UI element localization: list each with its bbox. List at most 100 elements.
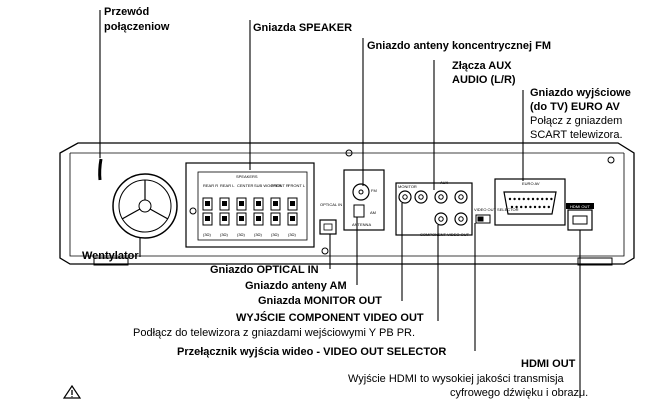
speaker-terminal-6: FRONT L(3Ω) bbox=[287, 183, 306, 237]
scart-pin bbox=[510, 205, 514, 209]
panel-outline bbox=[59, 142, 635, 265]
screw bbox=[607, 156, 615, 164]
scart-pins bbox=[508, 197, 553, 209]
speaker-ohm-label: (3Ω) bbox=[220, 232, 229, 237]
scart-pin bbox=[522, 197, 525, 201]
scart-pin bbox=[538, 205, 541, 209]
scart-pin bbox=[508, 197, 512, 201]
speaker-ohm-label: (3Ω) bbox=[271, 232, 280, 237]
speaker-clip bbox=[236, 197, 247, 211]
callout-speaker: Gniazda SPEAKER bbox=[253, 22, 352, 34]
speaker-clip bbox=[270, 197, 281, 211]
foot-right bbox=[577, 257, 613, 266]
callout-euro-av-line3: Połącz z gniazdem bbox=[530, 115, 622, 127]
speaker-ohm-label: (3Ω) bbox=[237, 232, 246, 237]
speaker-terminal-3: CENTER (3Ω) bbox=[236, 183, 254, 237]
speaker-clip-hole bbox=[273, 216, 278, 221]
foot-left bbox=[93, 257, 129, 266]
speaker-clip bbox=[253, 212, 264, 226]
panel-label-video-out: VIDEO OUT SELECTOR bbox=[474, 207, 519, 212]
speaker-channel-label: SUB WOOFER bbox=[254, 183, 281, 188]
scart-pin bbox=[543, 205, 546, 209]
speaker-clip-hole bbox=[222, 216, 227, 221]
rear-panel bbox=[59, 142, 635, 266]
scart-pin bbox=[515, 205, 518, 209]
speaker-clip bbox=[287, 197, 298, 211]
scart-pin bbox=[547, 205, 550, 209]
speaker-clip bbox=[270, 212, 281, 226]
callout-euro-av-line4: SCART telewizora. bbox=[530, 129, 623, 141]
speaker-clip-hole bbox=[239, 216, 244, 221]
speaker-terminal-2: REAR L (3Ω) bbox=[219, 183, 235, 237]
panel-label-optical: OPTICAL IN bbox=[320, 202, 342, 207]
callout-power-cord-line1: Przewód bbox=[104, 6, 149, 18]
fan-icon bbox=[112, 173, 178, 239]
callout-fm-antenna: Gniazdo anteny koncentrycznej FM bbox=[367, 40, 551, 52]
scart-pin bbox=[520, 205, 523, 209]
speaker-clip bbox=[219, 212, 230, 226]
speaker-clip bbox=[202, 197, 213, 211]
scart-pin bbox=[527, 197, 530, 201]
callout-euro-av-line2: (do TV) EURO AV bbox=[530, 101, 620, 113]
speaker-clip bbox=[202, 212, 213, 226]
panel-label-antenna: ANTENNA bbox=[352, 222, 371, 227]
panel-label-component: COMPONENT VIDEO OUT bbox=[420, 232, 470, 237]
callout-component-title: WYJŚCIE COMPONENT VIDEO OUT bbox=[236, 311, 424, 324]
speaker-clip bbox=[236, 212, 247, 226]
scart-pin bbox=[524, 205, 527, 209]
scart-connector bbox=[494, 178, 566, 226]
speaker-clip bbox=[253, 197, 264, 211]
speaker-ohm-label: (3Ω) bbox=[254, 232, 263, 237]
panel-label-euro-av: EURO AV bbox=[522, 181, 540, 186]
scart-pin bbox=[529, 205, 532, 209]
panel-label-aux: AUX bbox=[440, 180, 449, 185]
callout-am-antenna: Gniazdo anteny AM bbox=[245, 280, 347, 292]
optical-in-jack bbox=[319, 219, 337, 235]
speaker-clip-hole bbox=[256, 216, 261, 221]
speaker-clip bbox=[287, 212, 298, 226]
av-jack-block bbox=[395, 182, 473, 236]
speaker-clip-hole bbox=[273, 201, 278, 206]
callout-hdmi-line1: Wyjście HDMI to wysokiej jakości transmi… bbox=[348, 373, 565, 385]
power-cord bbox=[98, 158, 103, 181]
speaker-terminal-4: SUB WOOFER (3Ω) bbox=[253, 183, 281, 237]
speaker-channel-label: FRONT R bbox=[271, 183, 289, 188]
callout-power-cord-line2: połączeniow bbox=[104, 21, 170, 33]
panel-label-monitor: MONITOR bbox=[398, 184, 417, 189]
scart-pin bbox=[513, 197, 516, 201]
speaker-channel-label: REAR L bbox=[220, 183, 235, 188]
screw bbox=[345, 149, 353, 157]
speaker-clip-hole bbox=[205, 216, 210, 221]
scart-pin bbox=[533, 205, 537, 209]
hdmi-label-plate bbox=[566, 203, 594, 209]
speaker-clip-hole bbox=[256, 201, 261, 206]
speaker-channel-label: REAR R bbox=[203, 183, 218, 188]
callout-hdmi-line2: cyfrowego dźwięku i obrazu. bbox=[450, 387, 588, 399]
speaker-terminal-columns: REAR R(3Ω)REAR L(3Ω)CENTER(3Ω)SUB WOOFER… bbox=[202, 183, 306, 237]
panel-label-hdmi: HDMI OUT bbox=[570, 204, 590, 209]
warning-triangle-icon bbox=[62, 384, 82, 399]
callout-aux-line2: AUDIO (L/R) bbox=[452, 74, 516, 86]
speaker-clip bbox=[219, 197, 230, 211]
callout-euro-av-line1: Gniazdo wyjściowe bbox=[530, 87, 631, 99]
speaker-clip-hole bbox=[205, 201, 210, 206]
screw bbox=[189, 207, 197, 215]
speaker-terminal-5: FRONT R (3Ω) bbox=[270, 183, 289, 237]
panel-label-fm: FM bbox=[371, 188, 377, 193]
hdmi-out-port bbox=[567, 209, 593, 231]
scart-pin bbox=[536, 197, 539, 201]
scart-pin bbox=[531, 197, 535, 201]
scart-pin bbox=[518, 197, 521, 201]
panel-inner-edge bbox=[69, 153, 625, 257]
antenna-block bbox=[343, 169, 385, 231]
callout-hdmi-title: HDMI OUT bbox=[521, 358, 576, 370]
scart-pin bbox=[545, 197, 548, 201]
speaker-terminal-1: REAR R(3Ω) bbox=[202, 183, 218, 237]
scart-pin bbox=[550, 197, 553, 201]
speaker-clip-hole bbox=[239, 201, 244, 206]
callout-fan: Wentylator bbox=[82, 250, 139, 262]
speaker-channel-label: CENTER bbox=[237, 183, 254, 188]
panel-label-am: AM bbox=[370, 210, 376, 215]
video-out-selector-switch bbox=[475, 214, 491, 224]
